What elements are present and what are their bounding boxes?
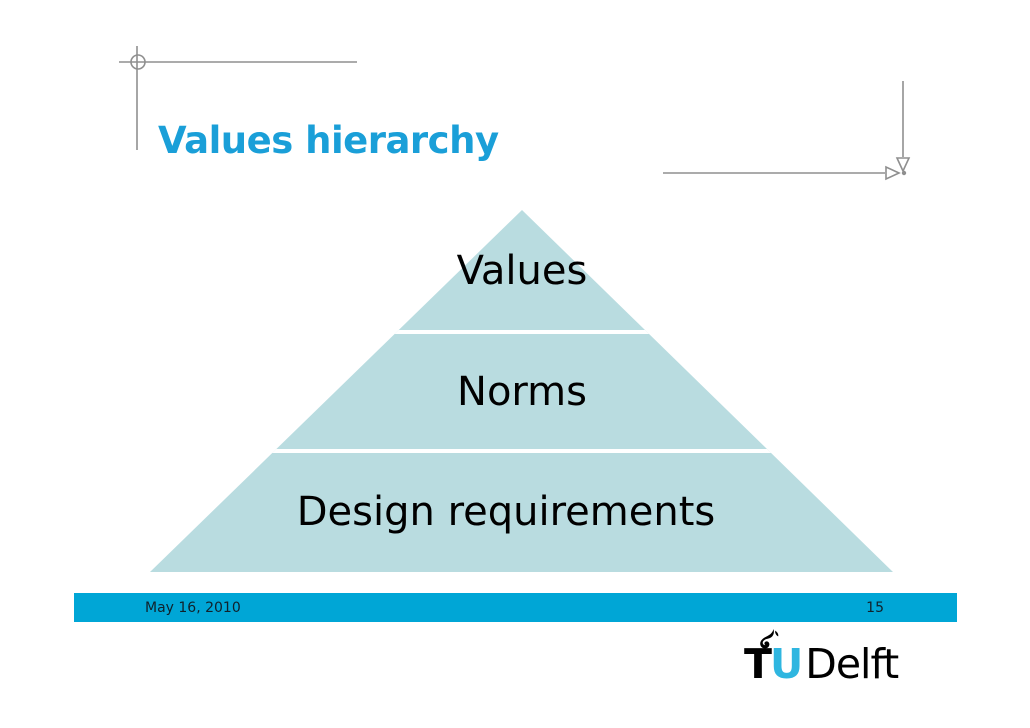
pyramid-level-label: Norms (457, 368, 587, 415)
flame-icon (760, 629, 779, 649)
pyramid-level-values: Values (0, 210, 1030, 332)
slide-title: Values hierarchy (158, 118, 499, 162)
tudelft-logo: TUDelft (744, 626, 904, 698)
footer-date: May 16, 2010 (145, 599, 241, 616)
footer-bar: May 16, 2010 15 (74, 593, 957, 622)
logo-letter-u: U (769, 640, 803, 688)
crop-mark-icon (119, 46, 357, 150)
arrow-down-icon (895, 81, 911, 173)
arrow-right-icon (663, 165, 907, 181)
logo-letter-t: T (744, 640, 772, 688)
pyramid-level-label: Design requirements (296, 488, 716, 535)
pyramid-level-norms: Norms (0, 332, 1030, 451)
page-number: 15 (866, 599, 884, 616)
pyramid-level-label: Values (456, 248, 588, 294)
tudelft-wordmark: TUDelft (744, 640, 899, 688)
logo-name-delft: Delft (805, 640, 899, 688)
pyramid-level-design-requirements: Design requirements (0, 451, 1012, 572)
